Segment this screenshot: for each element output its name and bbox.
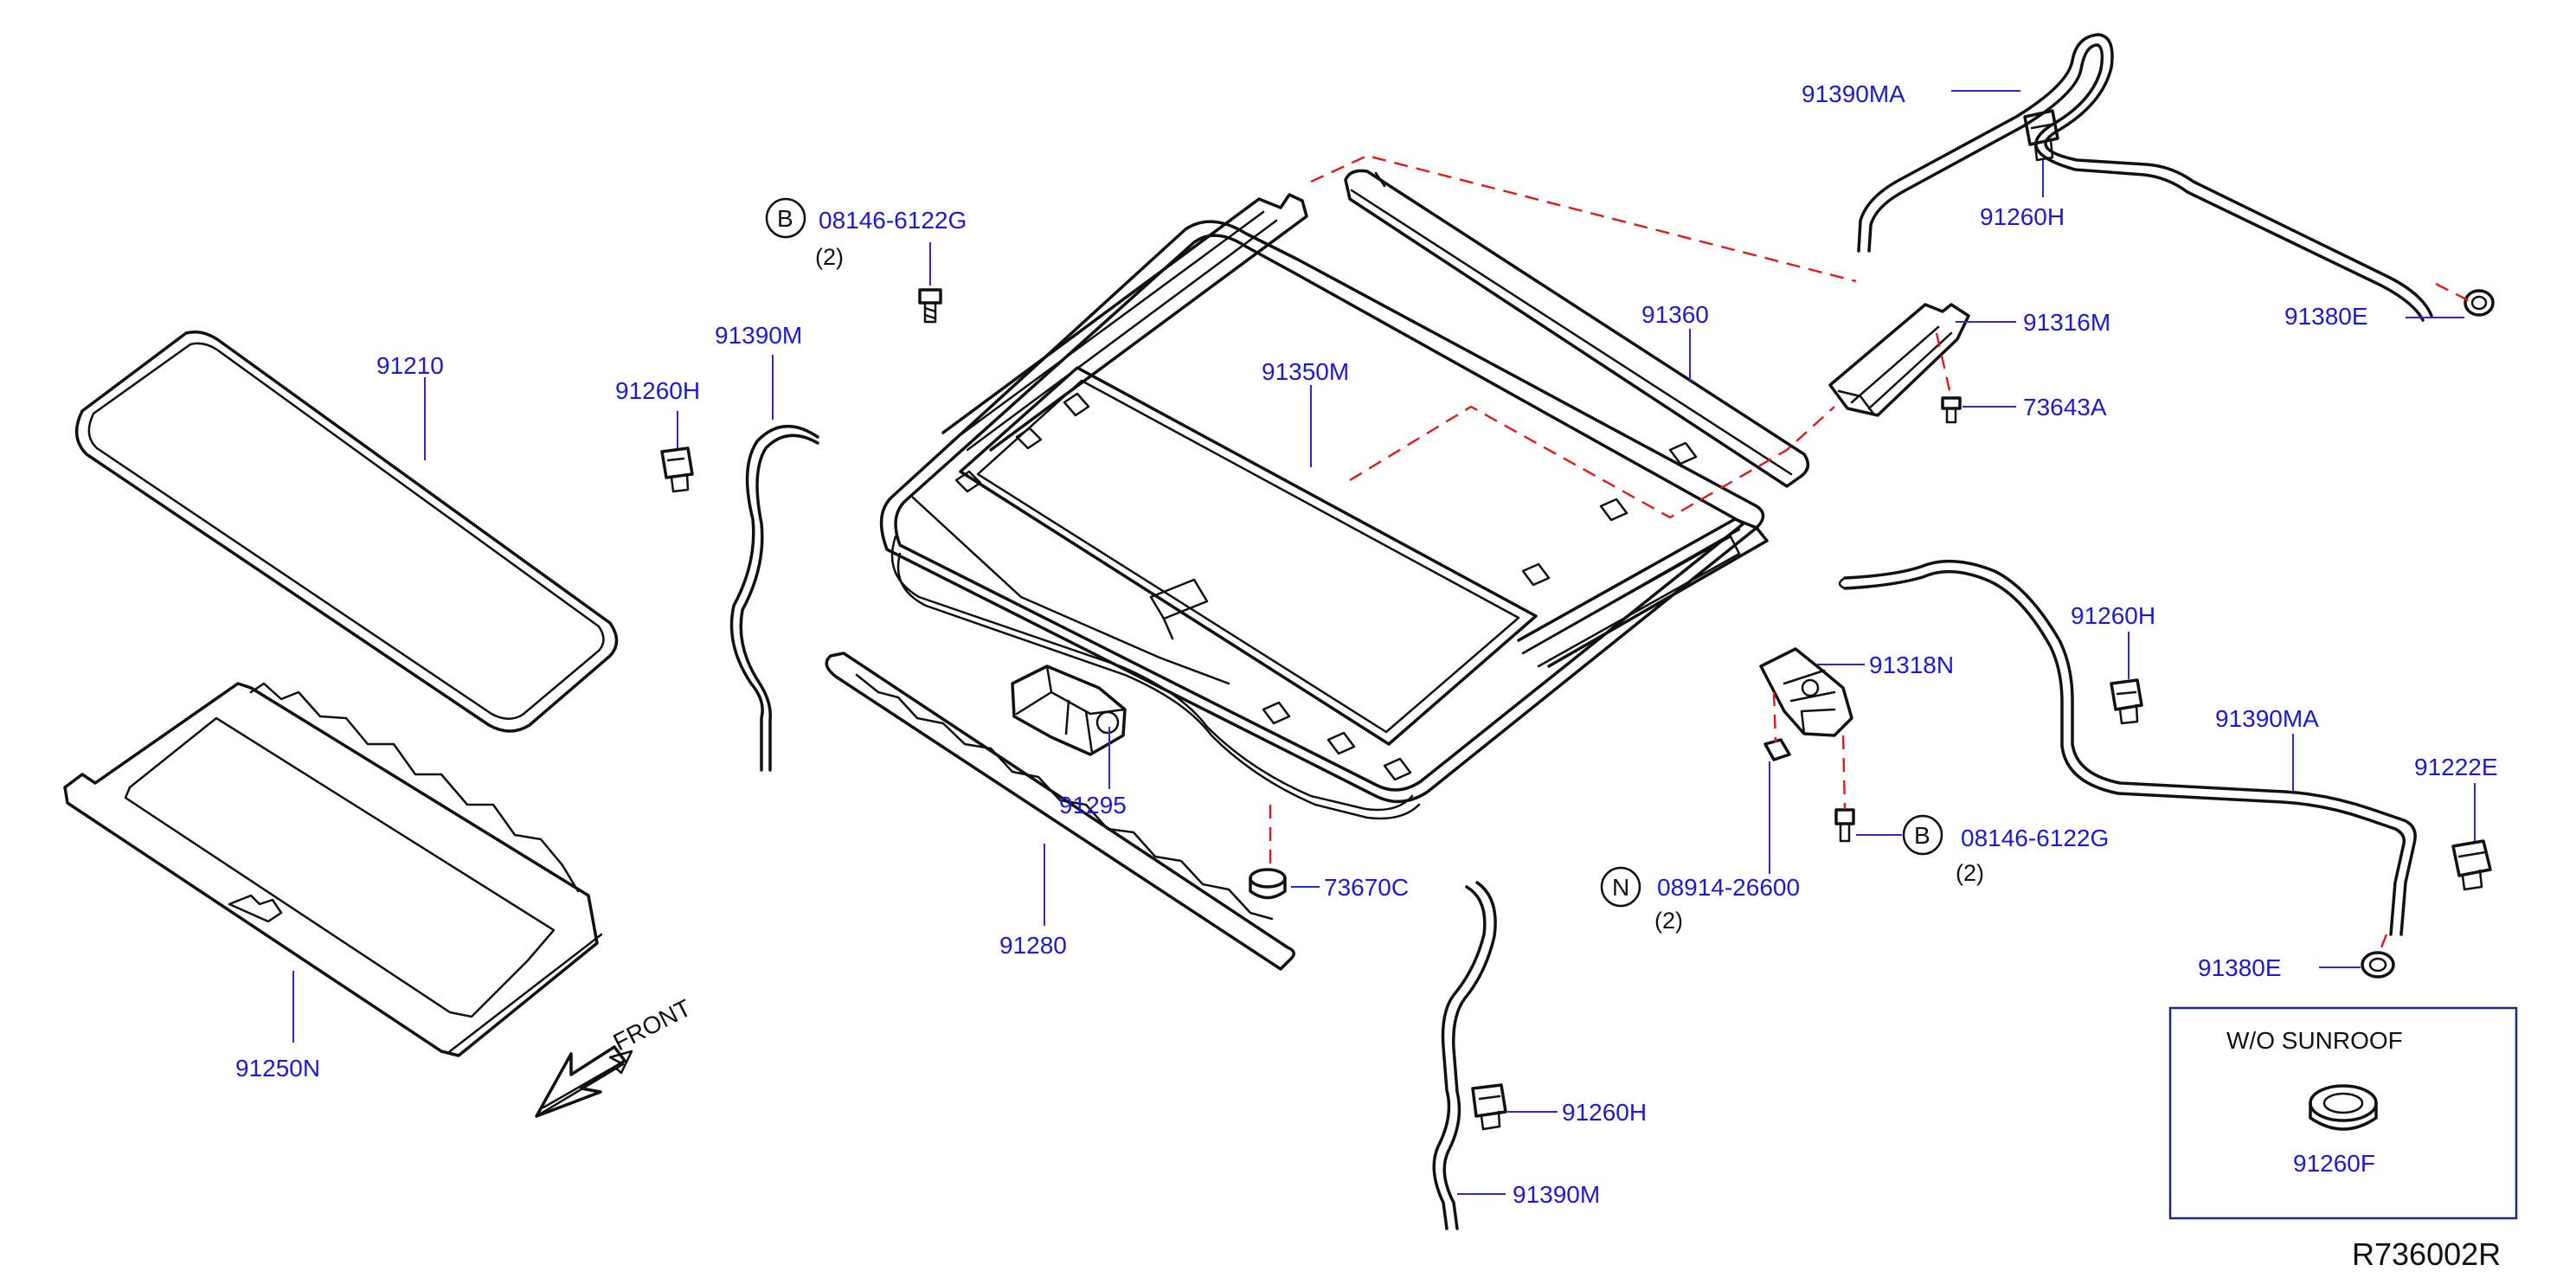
front-arrow-icon <box>535 1045 633 1118</box>
part-number-91280: 91280 <box>999 932 1067 959</box>
part-number-91260f: 91260F <box>2293 1150 2375 1177</box>
drain-hose-top-part <box>1857 33 2433 322</box>
nut-marker-letter: N <box>1612 874 1629 901</box>
part-number-91295: 91295 <box>1059 792 1127 819</box>
part-number-08914: 08914-26600 <box>1657 874 1800 901</box>
part-number-91390ma-top: 91390MA <box>1802 80 1905 107</box>
part-number-91380e-top: 91380E <box>2284 303 2368 330</box>
sunshade-part <box>63 682 603 1057</box>
hose-clip-left-icon <box>660 446 694 493</box>
bracket-91318n-part <box>1759 647 1853 737</box>
clip-91222e-icon <box>2451 839 2492 891</box>
weatherstrip-part <box>825 652 1295 971</box>
part-number-91360: 91360 <box>1641 301 1709 328</box>
part-number-73670c: 73670C <box>1324 874 1409 901</box>
inset-title: W/O SUNROOF <box>2226 1027 2403 1054</box>
part-number-91210: 91210 <box>376 352 444 379</box>
nut-marker <box>1600 866 1641 908</box>
grommet-91260f-icon <box>2309 1084 2378 1131</box>
part-number-91390m-bottom: 91390M <box>1513 1181 1600 1208</box>
part-number-91316m: 91316M <box>2023 309 2110 336</box>
part-number-91350m: 91350M <box>1262 358 1349 385</box>
part-number-08146-right: 08146-6122G <box>1961 825 2109 851</box>
screw-73643a-icon <box>1941 396 1962 424</box>
hose-clip-bottom-icon <box>1471 1083 1507 1131</box>
grommet-top-icon <box>2464 289 2495 317</box>
bracket-91316m-part <box>1828 303 1970 417</box>
clip-nut-icon <box>1763 738 1791 761</box>
part-number-91390m-upper: 91390M <box>715 322 802 349</box>
part-number-91222e: 91222E <box>2414 754 2498 780</box>
part-number-08146-top: 08146-6122G <box>819 207 967 234</box>
grommet-right-icon <box>2361 951 2395 979</box>
quantity-08914: (2) <box>1654 908 1683 934</box>
part-number-91250n: 91250N <box>235 1055 320 1082</box>
drain-hose-right-part <box>1838 559 2417 936</box>
inset-without-sunroof <box>2168 1006 2518 1220</box>
drain-hose-bottom-part <box>1432 881 1497 1230</box>
diagram-reference-code: R736002R <box>2352 1236 2501 1272</box>
part-number-91260h-left: 91260H <box>615 377 700 404</box>
sunroof-frame-part <box>879 193 1769 820</box>
hose-clip-right-icon <box>2110 678 2143 725</box>
part-number-91260h-top: 91260H <box>1980 203 2065 230</box>
sunroof-motor-part <box>1011 664 1127 756</box>
bolt-top-icon <box>918 288 942 324</box>
part-number-91260h-right: 91260H <box>2071 602 2155 629</box>
bolt-right-icon <box>1834 808 1855 843</box>
part-number-91318n: 91318N <box>1869 652 1954 678</box>
assembly-guide-lines <box>1269 154 2474 953</box>
part-number-73643a: 73643A <box>2023 394 2107 421</box>
drain-hose-upper-part <box>729 425 819 772</box>
bolt-marker-right <box>1902 814 1943 856</box>
part-number-91380e-right: 91380E <box>2198 954 2282 981</box>
quantity-08146-right: (2) <box>1956 860 1984 886</box>
bolt-marker-right-letter: B <box>1914 822 1930 849</box>
hose-clip-top-icon <box>2023 109 2059 162</box>
part-number-91390ma-right: 91390MA <box>2215 705 2319 732</box>
quantity-08146-top: (2) <box>815 244 844 270</box>
glass-panel-part <box>74 331 619 733</box>
wind-deflector-part <box>1344 169 1810 488</box>
cap-part <box>1249 868 1287 900</box>
bolt-marker-top-letter: B <box>777 205 793 232</box>
bolt-marker-top <box>765 197 806 239</box>
front-direction-label: FRONT <box>609 994 696 1056</box>
part-number-91260h-bottom: 91260H <box>1562 1099 1647 1126</box>
